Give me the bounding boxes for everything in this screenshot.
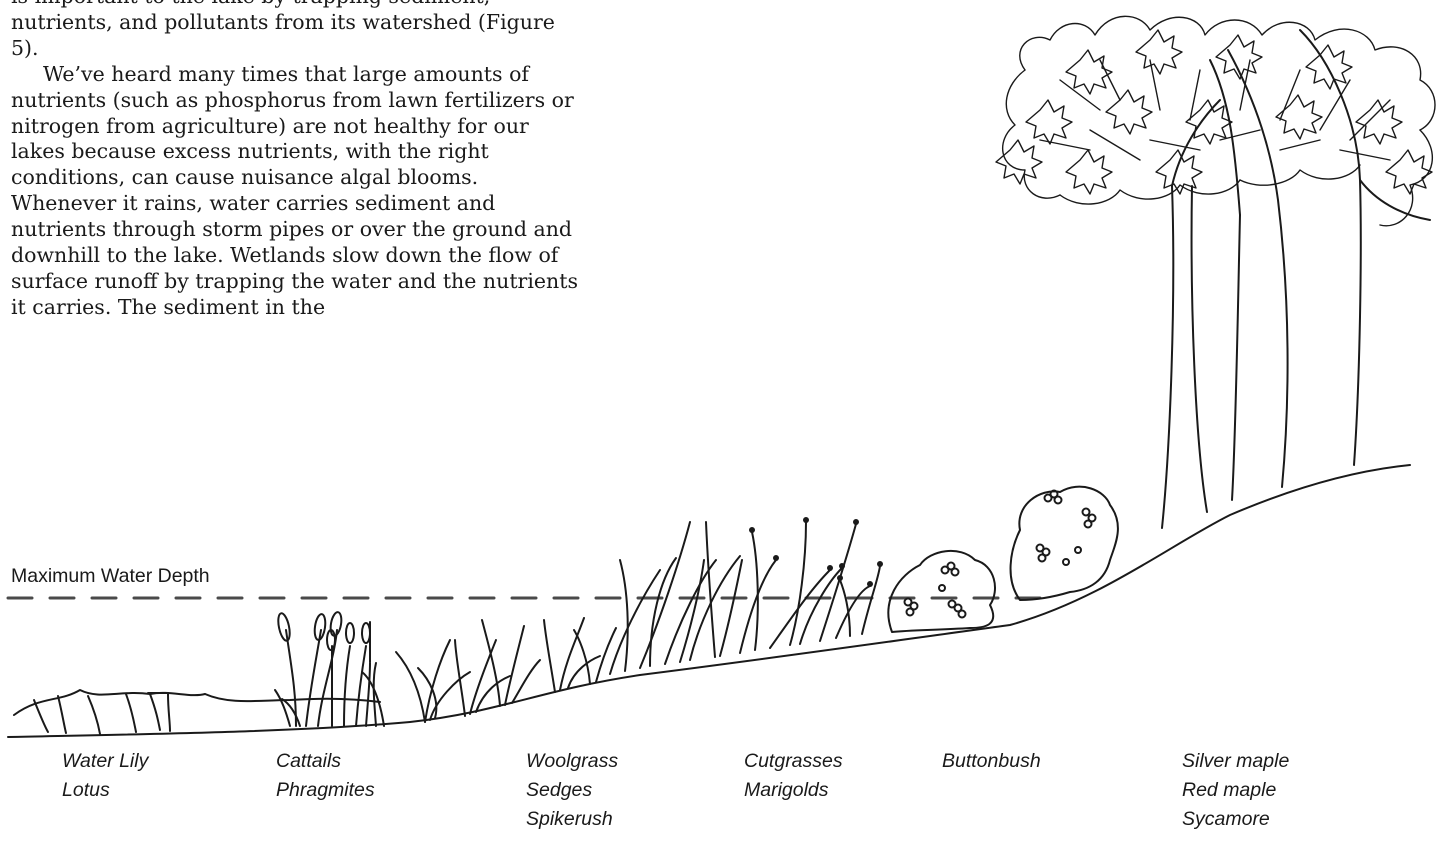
buttonbush: [888, 487, 1118, 632]
zone-label-trees: Silver maple Red maple Sycamore: [1182, 747, 1289, 834]
zone-label-cutgrasses: Cutgrasses Marigolds: [744, 747, 843, 805]
zone-label-water-lily: Water Lily Lotus: [62, 747, 148, 805]
plant-name: Phragmites: [276, 776, 375, 805]
plant-name: Lotus: [62, 776, 148, 805]
plant-name: Cattails: [276, 747, 375, 776]
zone-label-woolgrass: Woolgrass Sedges Spikerush: [526, 747, 618, 834]
plant-name: Buttonbush: [942, 747, 1041, 776]
zone-label-cattails: Cattails Phragmites: [276, 747, 375, 805]
ground-profile: [8, 465, 1410, 737]
woolgrass-sedges-spikerush: [396, 618, 616, 722]
maple-sycamore-trees: [996, 16, 1435, 528]
plant-name: Woolgrass: [526, 747, 618, 776]
plant-name: Sedges: [526, 776, 618, 805]
plant-name: Cutgrasses: [744, 747, 843, 776]
plant-name: Water Lily: [62, 747, 148, 776]
plant-name: Marigolds: [744, 776, 843, 805]
plant-name: Red maple: [1182, 776, 1289, 805]
plant-name: Spikerush: [526, 805, 618, 834]
plant-name: Silver maple: [1182, 747, 1289, 776]
max-water-depth-label: Maximum Water Depth: [11, 565, 210, 588]
cattails-phragmites: [275, 611, 384, 726]
plant-name: Sycamore: [1182, 805, 1289, 834]
cutgrasses-marigolds: [610, 517, 883, 674]
zone-label-buttonbush: Buttonbush: [942, 747, 1041, 776]
